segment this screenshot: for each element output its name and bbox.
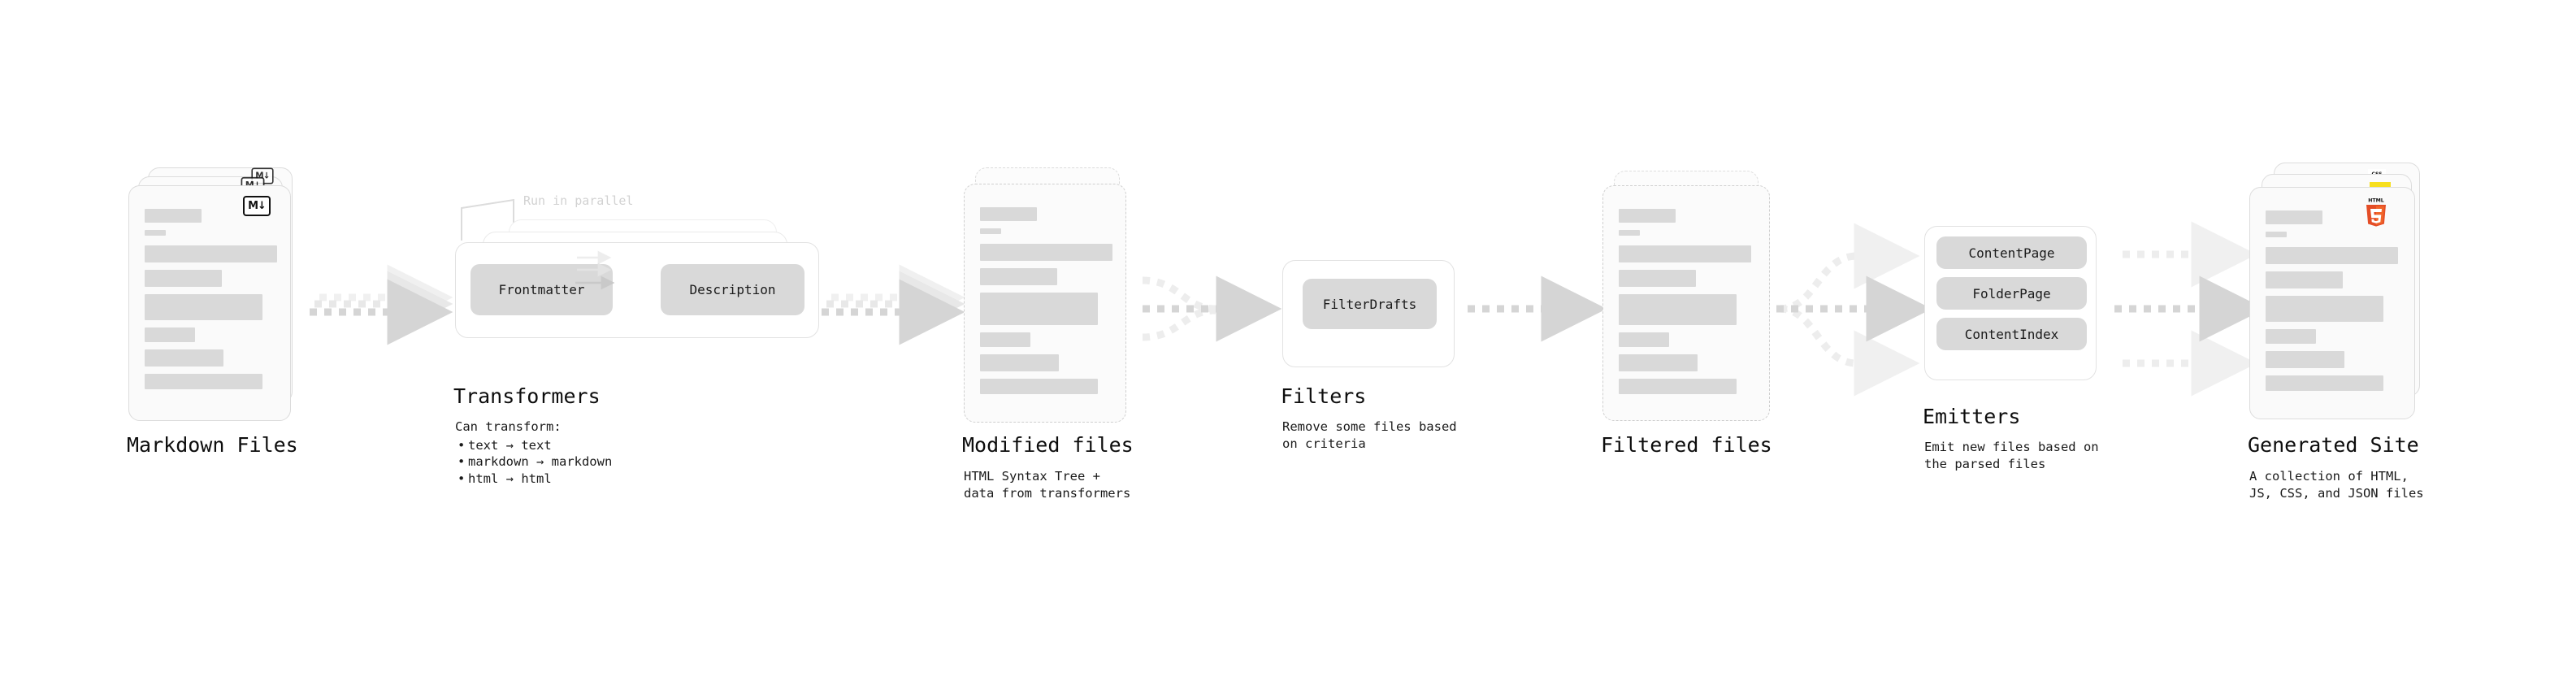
- transformer-pill-description-label: Description: [689, 282, 776, 297]
- label-markdown-files: Markdown Files: [127, 433, 298, 457]
- transformers-bullets: Can transform: text → text markdown → ma…: [455, 419, 612, 487]
- stage-generated-site: CSS HTML: [2249, 163, 2424, 419]
- content-bar: [2266, 232, 2287, 237]
- content-bar: [1619, 354, 1698, 371]
- content-bar: [980, 293, 1098, 325]
- stage-transformers: Frontmatter Description: [455, 195, 837, 338]
- content-bar: [145, 209, 202, 223]
- content-bar: [980, 207, 1037, 221]
- svg-text:HTML: HTML: [2368, 198, 2384, 204]
- content-bar: [980, 354, 1059, 371]
- emitter-pill-contentpage[interactable]: ContentPage: [1936, 236, 2087, 269]
- content-bar: [1619, 209, 1676, 223]
- label-emitters: Emitters: [1923, 405, 2021, 428]
- desc-generated-site: A collection of HTML, JS, CSS, and JSON …: [2249, 469, 2424, 501]
- site-doc-content: [2266, 210, 2401, 398]
- bullets-header: Can transform:: [455, 419, 562, 434]
- content-bar: [145, 349, 223, 367]
- content-bar: [980, 332, 1030, 347]
- content-bar: [1619, 230, 1640, 236]
- content-bar: [145, 230, 166, 236]
- emitter-pill-contentindex[interactable]: ContentIndex: [1936, 318, 2087, 350]
- markdown-doc-content: [145, 209, 277, 397]
- bullet-item: markdown → markdown: [458, 453, 612, 471]
- transformer-pill-frontmatter-label: Frontmatter: [498, 282, 585, 297]
- desc-modified-files: HTML Syntax Tree + data from transformer…: [964, 469, 1131, 501]
- site-document-stack: CSS HTML: [2249, 163, 2424, 419]
- content-bar: [1619, 332, 1669, 347]
- site-doc-html: HTML: [2249, 187, 2415, 419]
- desc-emitters: Emit new files based on the parsed files: [1924, 440, 2099, 471]
- desc-filters: Remove some files based on criteria: [1282, 419, 1457, 451]
- filtered-doc-front: [1602, 185, 1770, 421]
- content-bar: [145, 374, 262, 389]
- filtered-doc-content: [1619, 209, 1756, 401]
- filtered-document-stack: [1602, 171, 1773, 421]
- content-bar: [145, 327, 195, 342]
- content-bar: [2266, 375, 2383, 391]
- content-bar: [2266, 296, 2383, 322]
- content-bar: [980, 228, 1001, 234]
- emitter-pill-contentindex-label: ContentIndex: [1964, 326, 2059, 342]
- content-bar: [980, 268, 1057, 285]
- note-run-in-parallel: Run in parallel: [523, 193, 634, 208]
- content-bar: [1619, 294, 1737, 325]
- label-generated-site: Generated Site: [2248, 433, 2419, 457]
- connector-markdown-to-transformers: [310, 264, 453, 345]
- label-transformers: Transformers: [453, 384, 601, 408]
- content-bar: [2266, 351, 2344, 368]
- modified-doc-content: [980, 207, 1112, 401]
- emitter-pill-contentpage-label: ContentPage: [1968, 245, 2055, 261]
- content-bar: [1619, 245, 1751, 262]
- content-bar: [2266, 271, 2343, 288]
- bullet-item: text → text: [458, 437, 612, 454]
- content-bar: [2266, 247, 2398, 264]
- modified-document-stack: [964, 167, 1134, 423]
- content-bar: [980, 379, 1098, 394]
- connector-filtered-to-emitters: [1776, 223, 1932, 397]
- content-bar: [2266, 210, 2322, 224]
- stage-filters: FilterDrafts: [1282, 260, 1455, 367]
- label-filters: Filters: [1281, 384, 1367, 408]
- stage-emitters: ContentPage FolderPage ContentIndex: [1924, 226, 2097, 380]
- transformers-box-front[interactable]: Frontmatter Description: [455, 242, 819, 338]
- stage-filtered-files: [1602, 171, 1773, 421]
- filter-pill-filterdrafts-label: FilterDrafts: [1322, 296, 1417, 312]
- bullet-item: html → html: [458, 471, 612, 488]
- content-bar: [145, 245, 277, 262]
- transformer-pill-frontmatter[interactable]: Frontmatter: [471, 264, 613, 315]
- connector-modified-to-filters: [1142, 275, 1282, 342]
- label-filtered-files: Filtered files: [1601, 433, 1772, 457]
- label-modified-files: Modified files: [962, 433, 1134, 457]
- content-bar: [1619, 379, 1737, 394]
- content-bar: [145, 294, 262, 320]
- emitter-pill-folderpage[interactable]: FolderPage: [1936, 277, 2087, 310]
- connector-emitters-to-site: [2114, 221, 2266, 397]
- stage-modified-files: [964, 167, 1134, 423]
- emitter-pill-folderpage-label: FolderPage: [1972, 285, 2051, 301]
- emitters-box[interactable]: ContentPage FolderPage ContentIndex: [1924, 226, 2097, 380]
- transformer-pill-description[interactable]: Description: [661, 264, 804, 315]
- content-bar: [980, 244, 1112, 261]
- content-bar: [2266, 329, 2316, 344]
- content-bar: [145, 270, 222, 287]
- modified-doc-front: [964, 184, 1126, 423]
- filter-pill-filterdrafts[interactable]: FilterDrafts: [1303, 279, 1437, 329]
- markdown-doc-front: M↓: [128, 185, 291, 421]
- markdown-document-stack: M↓ M↓ M↓: [128, 167, 299, 421]
- content-bar: [1619, 270, 1696, 287]
- filters-box[interactable]: FilterDrafts: [1282, 260, 1455, 367]
- stage-markdown-files: M↓ M↓ M↓: [128, 167, 299, 421]
